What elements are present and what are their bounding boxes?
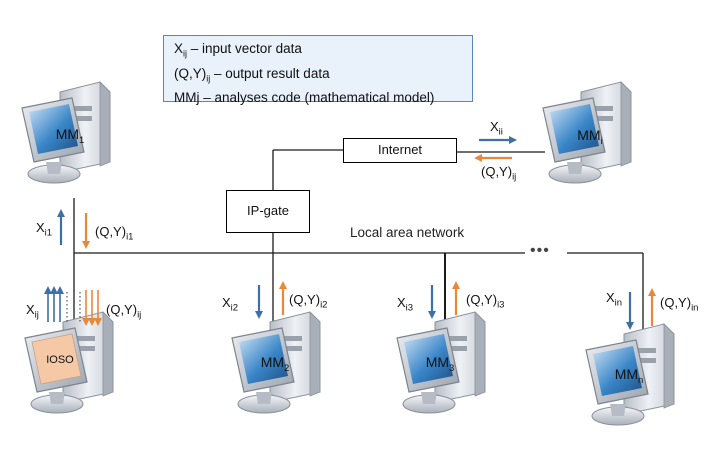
label-xii: Xii xyxy=(490,119,503,138)
label-xij: Xij xyxy=(26,302,39,321)
ioso-label: IOSO xyxy=(46,354,74,366)
mmn-label: MMn xyxy=(614,366,644,386)
mm1-label: MM1 xyxy=(55,126,85,146)
connection-lines xyxy=(73,149,644,342)
internet-box: Internet xyxy=(343,138,457,163)
lan-label: Local area network xyxy=(350,225,465,240)
label-qyi3: (Q,Y)i3 xyxy=(466,292,505,311)
ipgate-box: IP-gate xyxy=(226,190,310,233)
label-xin: Xin xyxy=(606,290,623,309)
label-xi1: Xi1 xyxy=(36,220,53,239)
legend-line-input: Xij – input vector data xyxy=(174,41,302,59)
dotted-separators xyxy=(66,292,81,322)
ioso-screen xyxy=(31,333,82,385)
legend-line-output: (Q,Y)ij – output result data xyxy=(174,65,330,84)
label-xi2: Xi2 xyxy=(222,295,239,314)
mm3-label: MM3 xyxy=(425,354,455,374)
ellipsis: ••• xyxy=(530,242,550,259)
label-xi3: Xi3 xyxy=(397,295,414,314)
mm2-label: MM2 xyxy=(260,354,290,374)
label-qyij-right: (Q,Y)ij xyxy=(481,164,517,183)
label-qyij-left: (Q,Y)ij xyxy=(106,302,142,321)
label-qyi2: (Q,Y)i2 xyxy=(289,292,328,311)
mmi-label: MMi xyxy=(577,127,603,147)
label-qyi1: (Q,Y)i1 xyxy=(95,224,134,243)
legend-line-model: MMj – analyses code (mathematical model) xyxy=(174,90,435,106)
arrows xyxy=(44,136,656,330)
label-qyin: (Q,Y)in xyxy=(660,295,699,314)
legend-box: Xij – input vector data (Q,Y)ij – output… xyxy=(163,35,473,105)
